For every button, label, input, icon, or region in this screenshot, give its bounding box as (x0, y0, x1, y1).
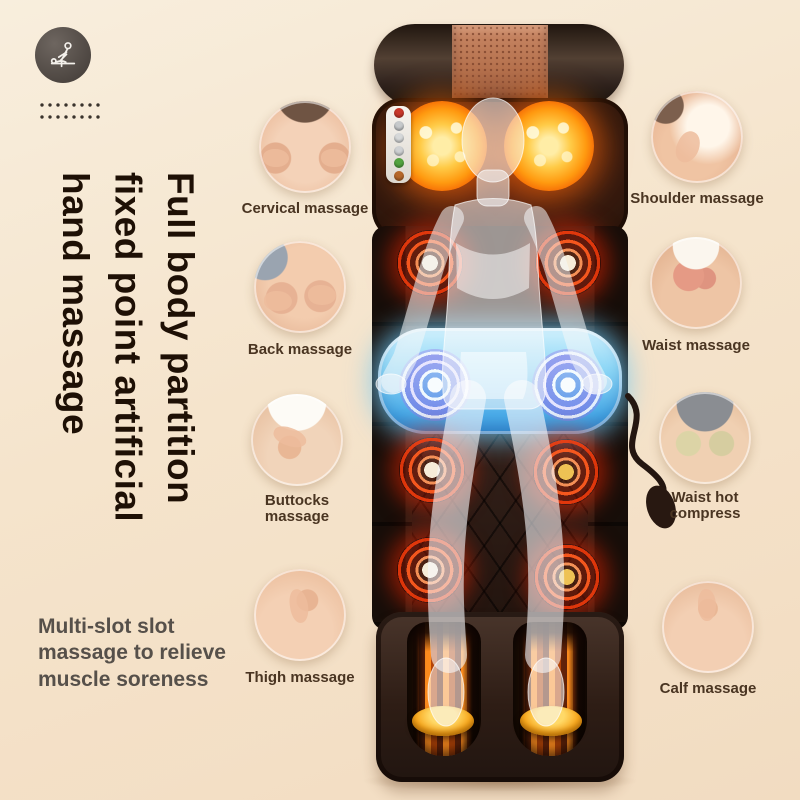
pillow-copper-band (452, 25, 548, 105)
headline-line-1: Full body partition (160, 172, 201, 505)
wave-button (393, 145, 404, 156)
hand-icon (321, 149, 347, 167)
headline-line-2: fixed point artificial (107, 172, 149, 523)
neck-kneading-roller-right (504, 101, 594, 191)
intensity-button (393, 133, 404, 144)
massage-scene-icon (50, 42, 76, 68)
callout-label: Back massage (247, 341, 353, 358)
callout-label: Thigh massage (245, 669, 355, 686)
waist-massage-point-left (399, 349, 471, 421)
thigh-vibration-point-right (534, 544, 600, 610)
cervical-photo (259, 101, 351, 193)
back-vibration-point-left (397, 230, 463, 296)
power-button (393, 108, 404, 119)
hip-vibration-point-left (399, 437, 465, 503)
hand-icon (263, 149, 289, 167)
hand-icon (671, 127, 705, 167)
back-photo (254, 241, 346, 333)
hand-icon (287, 587, 311, 625)
hand-icon (264, 291, 292, 311)
callout-label: Cervical massage (241, 200, 369, 217)
headline: Full body partition fixed point artifici… (34, 172, 206, 602)
callout-waist: Waist massage (642, 237, 750, 353)
callout-shoulder: Shoulder massage (630, 91, 764, 206)
waist-massage-point-right (532, 349, 604, 421)
foot-roller-disc-left (412, 706, 474, 736)
callout-label: Waist massage (642, 337, 750, 354)
callout-label: Waist hot compress (669, 489, 741, 522)
callout-label: Buttocks massage (264, 492, 330, 525)
dots-decoration (38, 99, 100, 121)
callout-label: Calf massage (659, 680, 757, 697)
waist-photo (650, 237, 742, 329)
callout-calf: Calf massage (660, 581, 756, 696)
callout-back: Back massage (248, 241, 352, 357)
subtext: Multi-slot slot massage to relieve muscl… (38, 614, 226, 693)
hip-vibration-point-right (533, 439, 599, 505)
subtext-line-3: muscle soreness (38, 667, 209, 691)
massage-badge (35, 27, 91, 83)
waist-hot-compress-photo (659, 392, 751, 484)
hand-icon (271, 423, 309, 451)
callout-label: Shoulder massage (630, 190, 764, 207)
timer-button (393, 170, 404, 181)
calf-photo (662, 581, 754, 673)
subtext-line-1: Multi-slot slot (38, 615, 175, 638)
thigh-photo (254, 569, 346, 661)
hand-icon (698, 589, 716, 621)
buttocks-photo (251, 394, 343, 486)
callout-waist-hot-compress: Waist hot compress (659, 392, 751, 521)
heat-button (393, 158, 404, 169)
control-panel (386, 106, 411, 183)
callout-buttocks: Buttocks massage (251, 394, 343, 524)
thigh-vibration-point-left (397, 537, 463, 603)
callout-cervical: Cervical massage (242, 101, 368, 216)
foot-roller-disc-right (520, 706, 582, 736)
back-vibration-point-right (535, 230, 601, 296)
shoulder-photo (651, 91, 743, 183)
headline-line-3: hand massage (54, 172, 96, 436)
subtext-line-2: massage to relieve (38, 641, 226, 665)
mode-button (393, 120, 404, 131)
callout-thigh: Thigh massage (245, 569, 355, 685)
hand-icon (308, 285, 336, 305)
